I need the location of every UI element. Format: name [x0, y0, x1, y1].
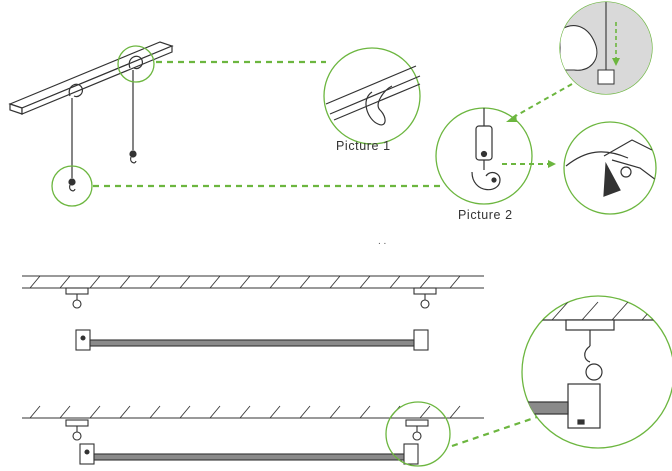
picture-1-label: Picture 1 — [336, 139, 391, 153]
detail-marker-mount — [385, 401, 451, 467]
picture-1-detail — [323, 47, 421, 145]
scissors-detail — [563, 121, 657, 215]
ceiling-mount-right-top — [413, 287, 437, 309]
ceiling-mount-right-bottom — [405, 419, 429, 441]
detail-marker-rail — [117, 45, 155, 83]
clamp-press-detail — [559, 1, 653, 95]
hanging-rail-bottom — [79, 443, 419, 465]
connector-press-to-clamp — [511, 83, 573, 119]
separator-dots: . . — [378, 236, 386, 247]
connector-to-mount-detail — [451, 414, 541, 448]
ceiling-mount-left-top — [65, 287, 89, 309]
hanging-wire-left — [68, 83, 83, 192]
ceiling-bottom — [22, 405, 484, 419]
picture-2-detail — [435, 107, 533, 205]
ceiling-top — [22, 275, 484, 289]
mount-detail — [521, 295, 672, 449]
hanging-wire-right — [128, 55, 143, 164]
hanging-rail-top — [75, 329, 429, 351]
ceiling-mount-left-bottom — [65, 419, 89, 441]
detail-marker-hook — [51, 165, 93, 207]
picture-2-label: Picture 2 — [458, 208, 513, 222]
